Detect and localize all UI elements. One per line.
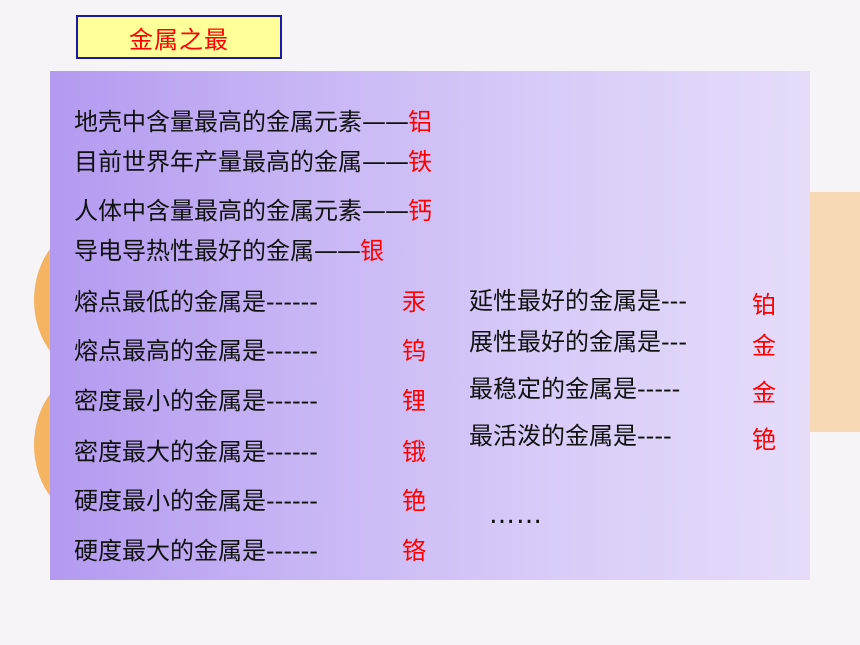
fact-row: 最稳定的金属是----- 金 (469, 374, 776, 407)
fact-answer: 铝 (408, 108, 432, 136)
fact-answer: 锇 (402, 438, 426, 466)
fact-answer: 铯 (402, 487, 426, 515)
content-panel (50, 71, 810, 580)
fact-text: 导电导热性最好的金属 (74, 237, 314, 265)
fact-line: 人体中含量最高的金属元素——钙 (74, 196, 432, 226)
fact-line: 导电导热性最好的金属——银 (74, 236, 384, 266)
fact-line: 目前世界年产量最高的金属——铁 (74, 147, 432, 177)
fact-text: 人体中含量最高的金属元素 (74, 197, 362, 225)
ellipsis: …… (489, 500, 543, 530)
fact-text: 密度最小的金属是------ (74, 387, 318, 415)
fact-answer: 锂 (402, 387, 426, 415)
fact-answer: 铂 (752, 291, 776, 319)
fact-row: 熔点最低的金属是------ 汞 (74, 287, 426, 317)
fact-text: 延性最好的金属是--- (469, 287, 687, 315)
fact-answer: 金 (752, 332, 776, 360)
fact-row: 展性最好的金属是--- 金 (469, 327, 776, 360)
fact-text: 密度最大的金属是------ (74, 438, 318, 466)
fact-answer: 银 (360, 237, 384, 265)
fact-text: 最活泼的金属是---- (469, 422, 672, 450)
fact-text: 硬度最小的金属是------ (74, 487, 318, 515)
fact-row: 密度最小的金属是------ 锂 (74, 386, 426, 416)
fact-row: 最活泼的金属是---- 铯 (469, 421, 776, 454)
fact-answer: 铬 (402, 537, 426, 565)
fact-text: 地壳中含量最高的金属元素 (74, 108, 362, 136)
fact-row: 硬度最大的金属是------ 铬 (74, 536, 426, 566)
fact-answer: 汞 (402, 288, 426, 316)
fact-text: 熔点最低的金属是------ (74, 288, 318, 316)
fact-answer: 钙 (408, 197, 432, 225)
fact-dash: —— (362, 197, 409, 225)
fact-answer: 钨 (402, 337, 426, 365)
fact-row: 硬度最小的金属是------ 铯 (74, 486, 426, 516)
fact-answer: 铯 (752, 426, 776, 454)
fact-dash: —— (362, 148, 409, 176)
fact-answer: 铁 (408, 148, 432, 176)
fact-line: 地壳中含量最高的金属元素——铝 (74, 107, 432, 137)
fact-row: 密度最大的金属是------ 锇 (74, 437, 426, 467)
slide-title: 金属之最 (76, 15, 282, 59)
fact-answer: 金 (752, 379, 776, 407)
fact-dash: —— (314, 237, 361, 265)
fact-text: 熔点最高的金属是------ (74, 337, 318, 365)
fact-row: 延性最好的金属是--- 铂 (469, 286, 776, 319)
fact-text: 目前世界年产量最高的金属 (74, 148, 362, 176)
fact-row: 熔点最高的金属是------ 钨 (74, 336, 426, 366)
slide-title-text: 金属之最 (129, 25, 229, 54)
fact-text: 展性最好的金属是--- (469, 328, 687, 356)
fact-text: 硬度最大的金属是------ (74, 537, 318, 565)
fact-text: 最稳定的金属是----- (469, 375, 681, 403)
fact-dash: —— (362, 108, 409, 136)
